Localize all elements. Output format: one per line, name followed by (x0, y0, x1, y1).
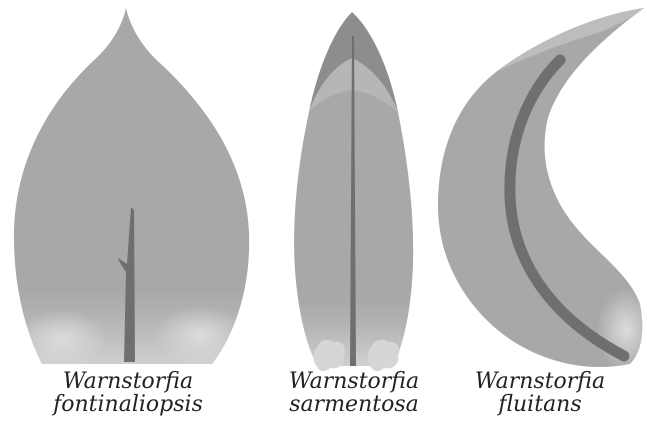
caption-fontinaliopsis: Warnstorfia fontinaliopsis (28, 370, 228, 416)
caption-genus: Warnstorfia (440, 370, 640, 393)
caption-species: fontinaliopsis (28, 393, 228, 416)
caption-genus: Warnstorfia (28, 370, 228, 393)
caption-species: sarmentosa (254, 393, 454, 416)
caption-species: fluitans (440, 393, 640, 416)
leaf-sarmentosa (290, 12, 420, 371)
caption-sarmentosa: Warnstorfia sarmentosa (254, 370, 454, 416)
alar-cells-right (154, 306, 246, 366)
leaf-fluitans (438, 8, 647, 372)
alar-cells-left (16, 310, 108, 370)
leaf-fontinaliopsis (0, 8, 260, 370)
caption-genus: Warnstorfia (254, 370, 454, 393)
caption-fluitans: Warnstorfia fluitans (440, 370, 640, 416)
